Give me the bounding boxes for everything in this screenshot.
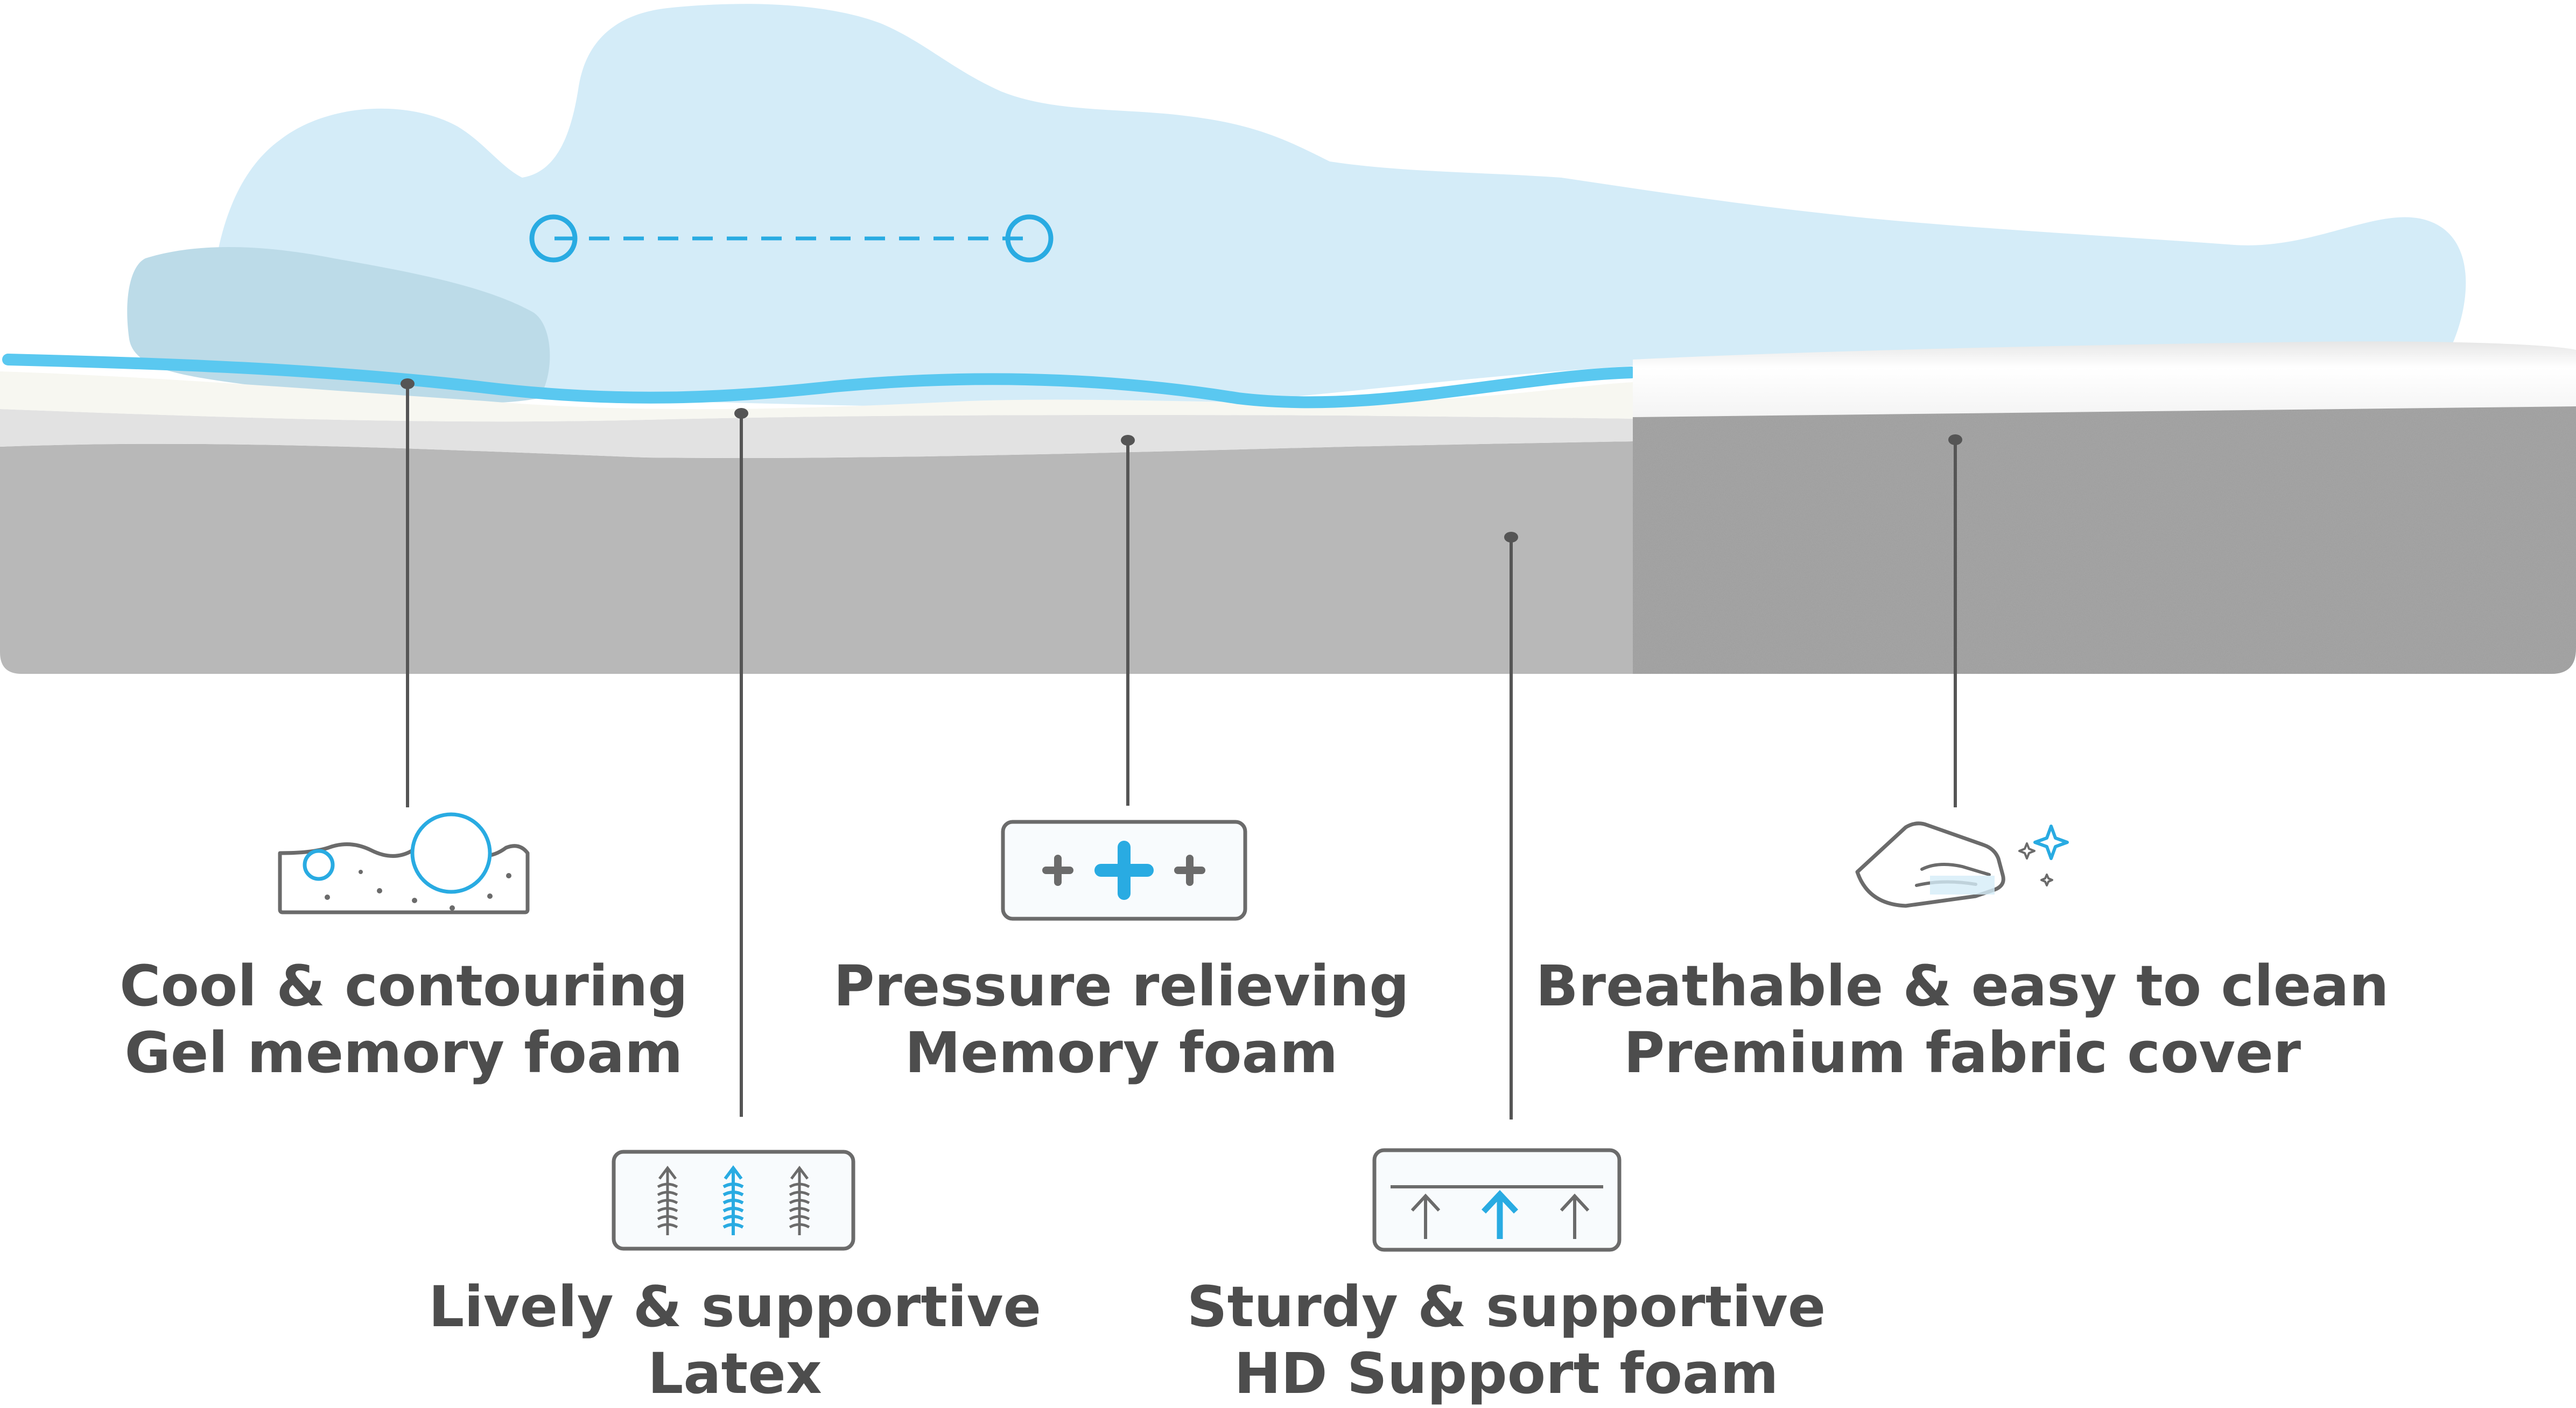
- feature-headline: Sturdy & supportive: [1187, 1274, 1826, 1340]
- feature-material: HD Support foam: [1234, 1341, 1779, 1406]
- plus-cross-icon: [1001, 820, 1247, 921]
- leader-lines: [401, 378, 1962, 1120]
- up-arrows-icon: [1372, 1148, 1622, 1252]
- leader-hd-support-foam-dot: [1504, 532, 1518, 543]
- hand-sparkle-icon: [1855, 821, 2069, 908]
- feature-headline: Breathable & easy to clean: [1535, 953, 2389, 1019]
- support-foam-layer: [0, 441, 1633, 674]
- feature-material: Memory foam: [904, 1020, 1338, 1086]
- body-silhouette: [210, 4, 2466, 409]
- feature-material: Premium fabric cover: [1623, 1020, 2301, 1086]
- feature-material: Latex: [648, 1341, 822, 1406]
- fabric-cover-block: [1633, 341, 2576, 674]
- gel-memory-foam-layer: [2, 354, 1637, 409]
- gel-bubbles-icon: [278, 812, 530, 914]
- feature-material: Gel memory foam: [124, 1020, 683, 1086]
- leader-memory-foam-dot: [1121, 435, 1135, 446]
- feature-label-memory-foam: Pressure relieving Memory foam: [833, 953, 1409, 1086]
- leader-gel-memory-foam-dot: [401, 378, 415, 389]
- springs-icon: [612, 1150, 855, 1251]
- leader-latex-dot: [734, 408, 748, 419]
- alignment-indicator: [529, 214, 1054, 263]
- feature-label-hd-support-foam: Sturdy & supportive HD Support foam: [1187, 1273, 1826, 1407]
- leader-fabric-cover-dot: [1948, 434, 1962, 445]
- feature-label-fabric-cover: Breathable & easy to clean Premium fabri…: [1536, 953, 2389, 1086]
- feature-label-latex: Lively & supportive Latex: [429, 1273, 1041, 1407]
- feature-headline: Cool & contouring: [120, 953, 688, 1019]
- feature-headline: Pressure relieving: [833, 953, 1409, 1019]
- feature-label-gel-memory-foam: Cool & contouring Gel memory foam: [120, 953, 688, 1086]
- feature-headline: Lively & supportive: [428, 1274, 1042, 1340]
